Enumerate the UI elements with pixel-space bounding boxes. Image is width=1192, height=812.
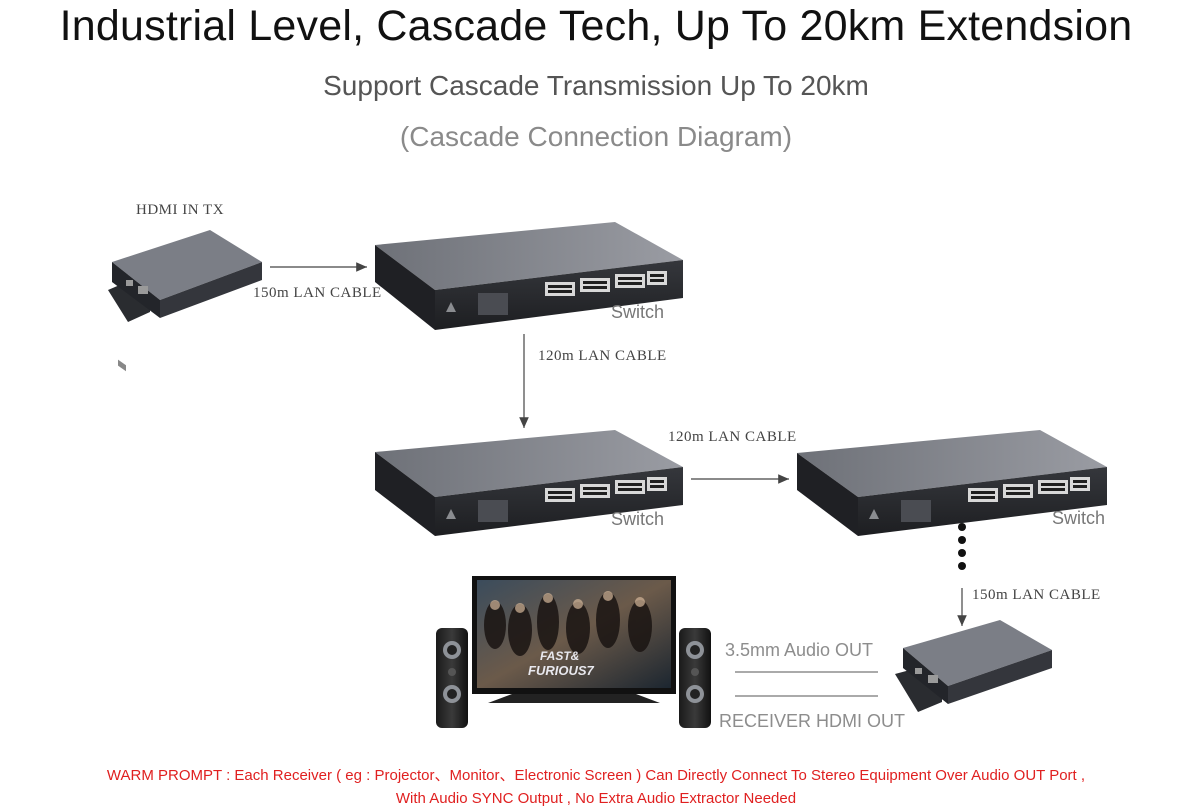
tv-display: FAST& FURIOUS7 bbox=[472, 576, 676, 703]
warm-prompt-line-1: WARM PROMPT : Each Receiver ( eg : Proje… bbox=[0, 764, 1192, 785]
cable-label-2: 120m LAN CABLE bbox=[538, 348, 667, 365]
switch-label-1: Switch bbox=[611, 302, 664, 323]
tx-extender-device bbox=[108, 230, 262, 371]
cable-label-1: 150m LAN CABLE bbox=[253, 285, 382, 302]
hdmi-out-label: RECEIVER HDMI OUT bbox=[719, 711, 905, 732]
audio-out-label: 3.5mm Audio OUT bbox=[725, 640, 873, 661]
switch-label-2: Switch bbox=[611, 509, 664, 530]
poster-title-line2: FURIOUS7 bbox=[528, 663, 595, 678]
cable-label-3: 120m LAN CABLE bbox=[668, 429, 797, 446]
switch-label-3: Switch bbox=[1052, 508, 1105, 529]
cable-label-4: 150m LAN CABLE bbox=[972, 587, 1101, 604]
poster-title-line1: FAST& bbox=[540, 649, 579, 663]
speaker-left bbox=[436, 628, 468, 728]
cascade-continuation-dots bbox=[958, 523, 966, 570]
rx-receiver-device bbox=[895, 620, 1052, 712]
warm-prompt-line-2: With Audio SYNC Output , No Extra Audio … bbox=[0, 790, 1192, 807]
tx-device-label: HDMI IN TX bbox=[136, 202, 224, 219]
speaker-right bbox=[679, 628, 711, 728]
